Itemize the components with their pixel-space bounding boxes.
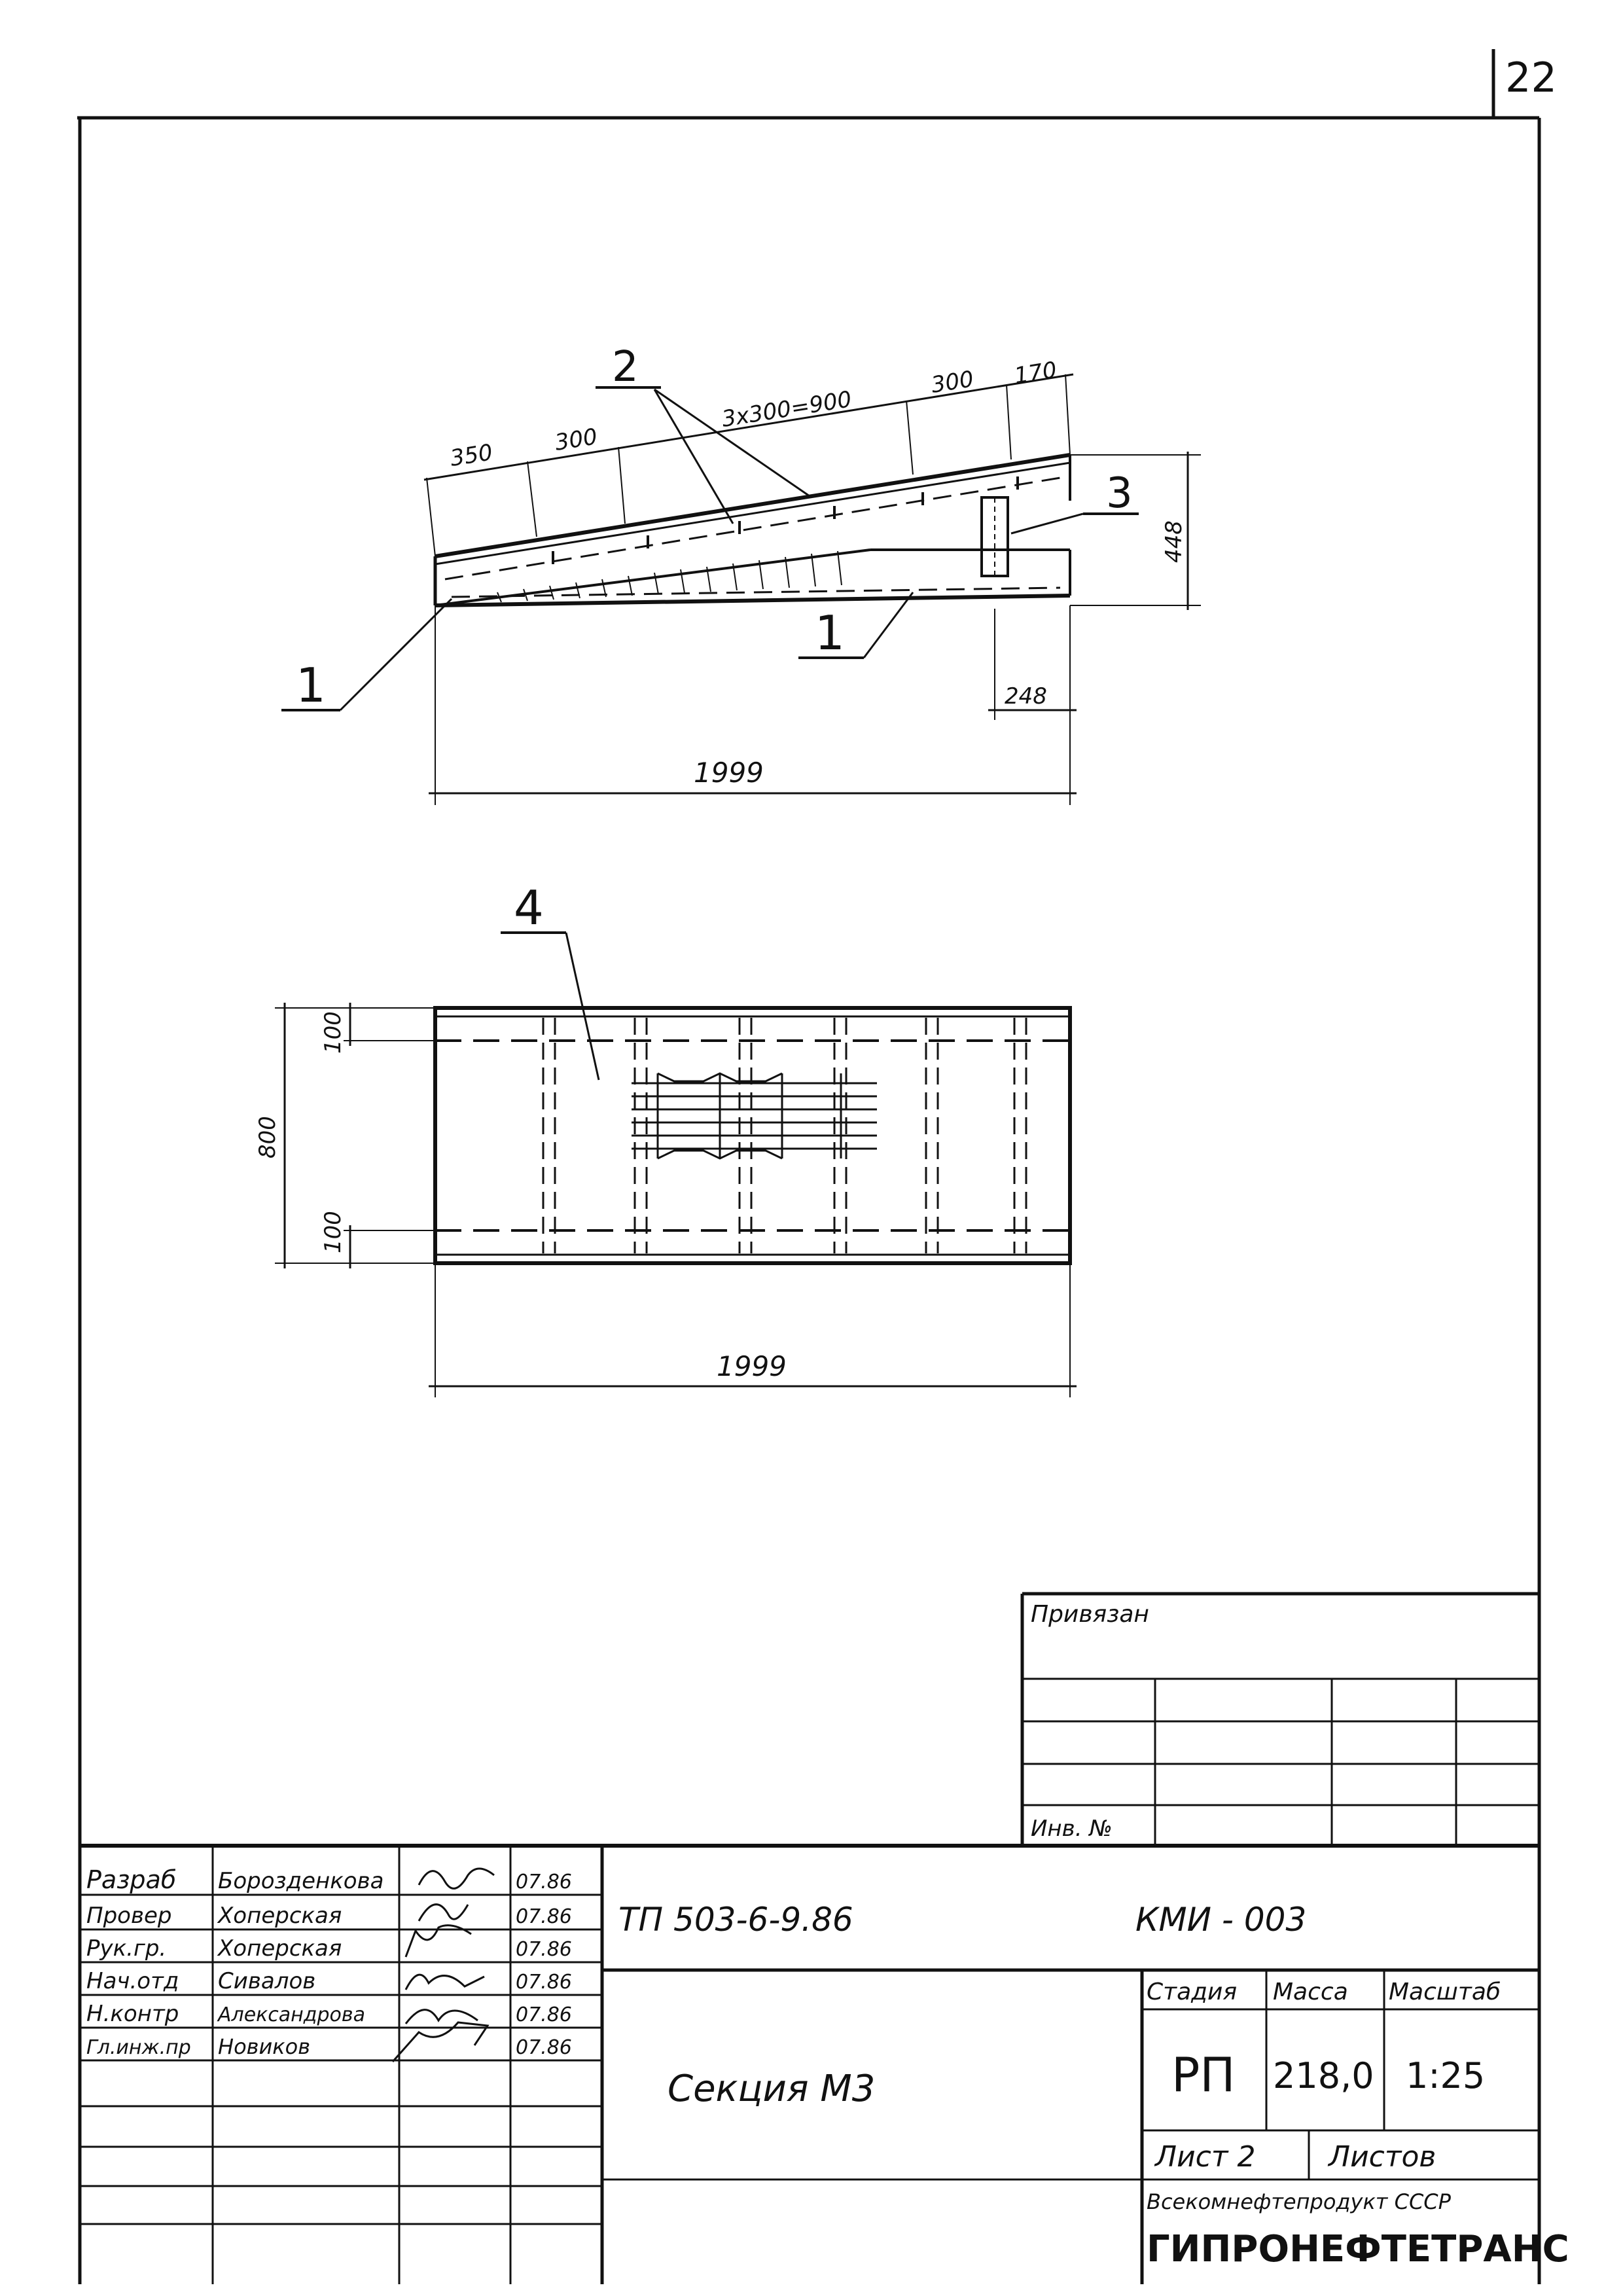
side-view xyxy=(281,373,1201,805)
dim-1999-plan: 1999 xyxy=(717,1350,787,1382)
project-code: ТП 503-6-9.86 xyxy=(618,1901,853,1939)
name-cell: Новиков xyxy=(218,2034,310,2059)
scale-value: 1:25 xyxy=(1406,2055,1485,2096)
date-cell: 07.86 xyxy=(516,1971,572,1994)
role-cell: Разраб xyxy=(86,1865,176,1894)
callout-3: 3 xyxy=(1106,469,1133,518)
name-cell: Хоперская xyxy=(217,1903,342,1929)
binding-block xyxy=(1020,1592,1539,1846)
name-cell: Борозденкова xyxy=(218,1868,383,1894)
mass-value: 218,0 xyxy=(1273,2055,1374,2096)
callout-1-right: 1 xyxy=(815,605,845,660)
date-cell: 07.86 xyxy=(516,1938,572,1961)
binding-label: Привязан xyxy=(1031,1601,1149,1628)
date-cell: 07.86 xyxy=(516,1905,572,1928)
dim-248: 248 xyxy=(1005,683,1047,709)
date-cell: 07.86 xyxy=(516,1871,572,1893)
callout-4: 4 xyxy=(514,880,544,935)
inv-label: Инв. № xyxy=(1031,1816,1113,1842)
role-cell: Н.контр xyxy=(86,2001,179,2027)
name-cell: Хоперская xyxy=(217,1935,342,1962)
signatures xyxy=(391,1867,495,2062)
date-cell: 07.86 xyxy=(516,2003,572,2026)
dim-100-bottom: 100 xyxy=(320,1211,346,1253)
dim-300-a: 300 xyxy=(553,423,599,456)
dim-448: 448 xyxy=(1161,520,1187,563)
dim-350: 350 xyxy=(448,439,494,472)
sheet-frame xyxy=(77,49,1541,2284)
sheets-label: Листов xyxy=(1327,2140,1436,2174)
personnel-table: Разраб Борозденкова 07.86 Провер Хоперск… xyxy=(86,1865,572,2059)
plan-view-labels: 4 800 100 100 1999 xyxy=(255,880,787,1382)
role-cell: Рук.гр. xyxy=(86,1935,166,1962)
scale-label: Масштаб xyxy=(1389,1979,1501,2005)
sheet-label: Лист 2 xyxy=(1154,2140,1255,2174)
callout-1-left: 1 xyxy=(296,658,326,713)
plan-view xyxy=(275,931,1077,1397)
name-cell: Александрова xyxy=(217,2003,365,2026)
org-line2: ГИПРОНЕФТЕТРАНС xyxy=(1147,2228,1569,2270)
callout-2: 2 xyxy=(612,343,639,391)
title-block-grid xyxy=(80,1844,1539,2284)
sheet-number: 22 xyxy=(1505,54,1557,101)
date-cell: 07.86 xyxy=(516,2036,572,2059)
role-cell: Нач.отд xyxy=(86,1968,179,1994)
dim-800: 800 xyxy=(255,1116,281,1158)
dim-170: 170 xyxy=(1012,357,1058,389)
stage-label: Стадия xyxy=(1147,1979,1237,2005)
dim-300-b: 300 xyxy=(929,366,975,399)
dim-1999-side: 1999 xyxy=(694,757,764,789)
drawing-title: Секция М3 xyxy=(668,2068,875,2110)
dim-100-top: 100 xyxy=(320,1011,346,1054)
name-cell: Сивалов xyxy=(218,1968,315,1994)
role-cell: Гл.инж.пр xyxy=(86,2036,191,2059)
org-line1: Всекомнефтепродукт СССР xyxy=(1147,2189,1452,2214)
role-cell: Провер xyxy=(86,1903,172,1929)
dim-3x300: 3x300=900 xyxy=(720,386,853,433)
doc-code: КМИ - 003 xyxy=(1135,1901,1306,1939)
stage-value: РП xyxy=(1171,2047,1236,2102)
mass-label: Масса xyxy=(1273,1979,1348,2005)
